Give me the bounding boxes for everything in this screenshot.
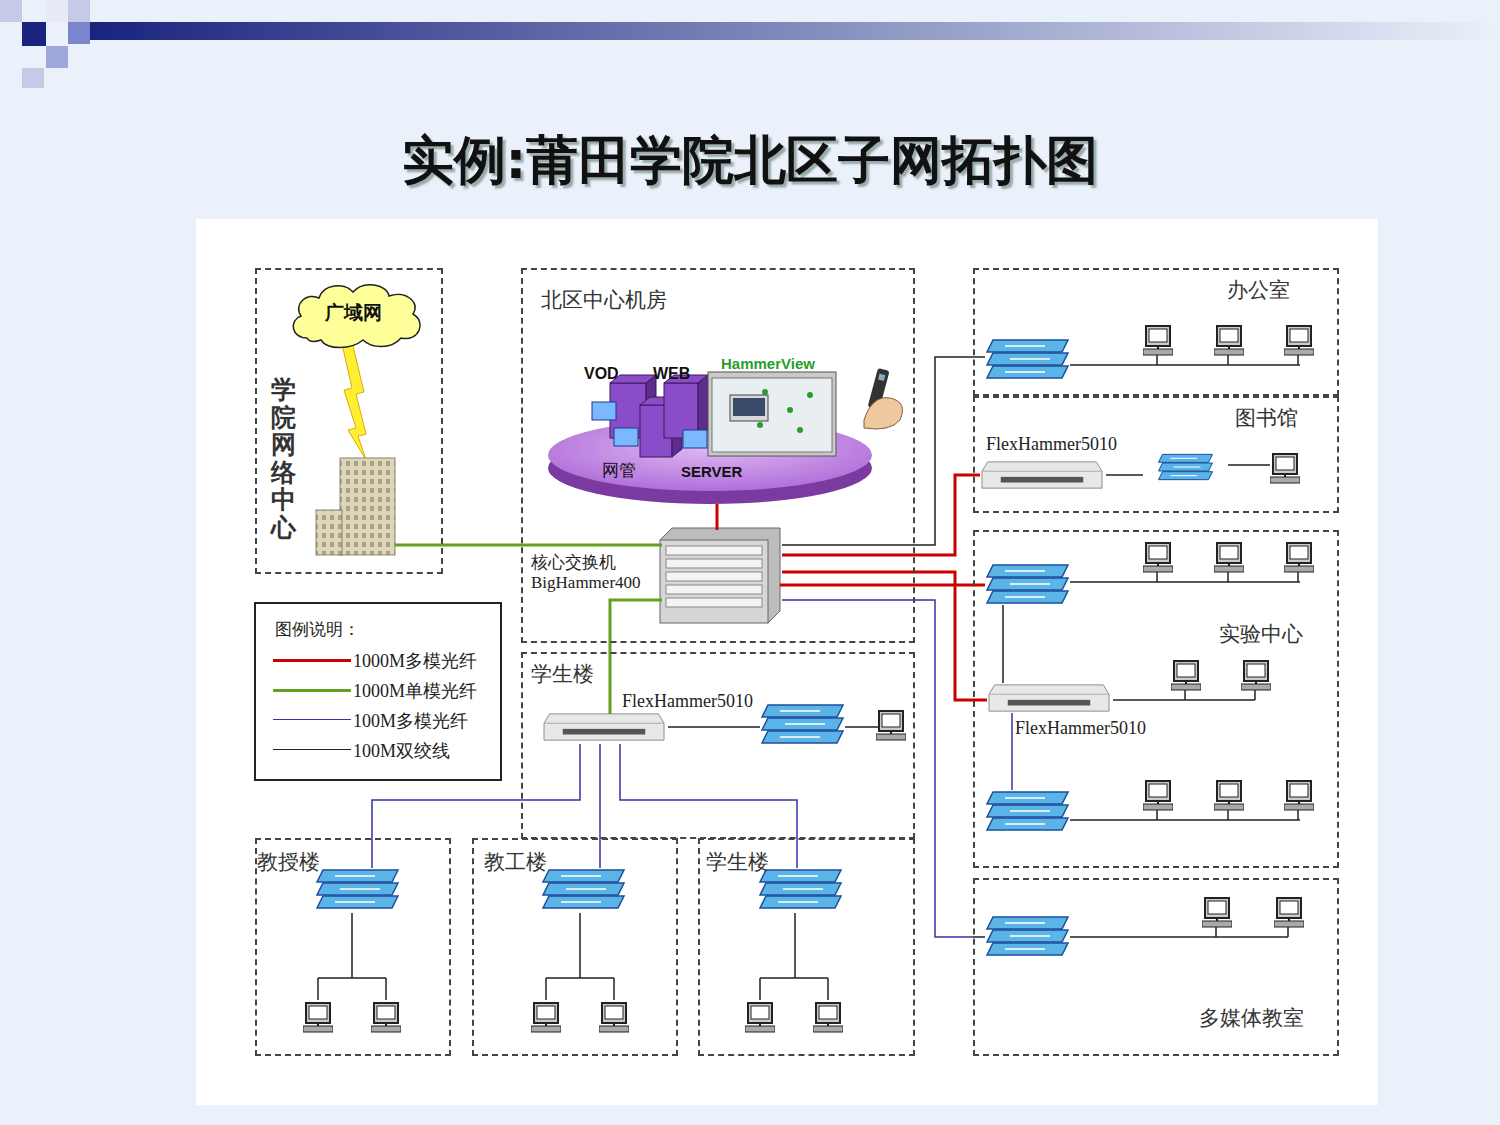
node-label: 教授楼 bbox=[257, 848, 320, 876]
access-switch: FlexHammer5010 bbox=[542, 714, 670, 744]
region-box: 办公室 bbox=[973, 268, 1339, 396]
node-label: 办公室 bbox=[1227, 276, 1290, 304]
legend-line bbox=[273, 689, 351, 692]
server-platform: VODWEBHammerView网管SERVER bbox=[550, 419, 875, 504]
network-link bbox=[782, 357, 973, 545]
node-label: 核心交换机 BigHammer400 bbox=[531, 553, 659, 593]
node-label: FlexHammer5010 bbox=[1013, 718, 1148, 739]
legend-text: 1000M多模光纤 bbox=[353, 649, 477, 673]
legend-line bbox=[273, 749, 351, 750]
region-box: 教授楼 bbox=[255, 838, 451, 1056]
node-label: 实验中心 bbox=[1219, 620, 1303, 648]
network-link bbox=[443, 545, 662, 546]
network-link bbox=[782, 475, 980, 555]
node-label: WEB bbox=[653, 365, 690, 383]
legend-title: 图例说明： bbox=[275, 618, 360, 641]
region-box: 实验中心 FlexHammer5010 bbox=[973, 530, 1339, 868]
network-link bbox=[620, 744, 797, 838]
legend-text: 100M多模光纤 bbox=[353, 709, 468, 733]
node-label: 多媒体教室 bbox=[1199, 1004, 1304, 1032]
access-switch: FlexHammer5010 bbox=[987, 685, 1115, 715]
node-label: 北区中心机房 bbox=[541, 286, 667, 314]
node-label: SERVER bbox=[681, 463, 742, 480]
core-switch: 核心交换机 BigHammer400 bbox=[662, 530, 782, 625]
network-link bbox=[717, 504, 718, 530]
region-box: 学生楼 FlexHammer5010 bbox=[521, 652, 915, 839]
legend-text: 1000M单模光纤 bbox=[353, 679, 477, 703]
region-box: 图书馆 FlexHammer5010 bbox=[973, 396, 1339, 513]
node-label: FlexHammer5010 bbox=[620, 691, 755, 712]
wan-cloud: 广域网 bbox=[287, 280, 427, 350]
node-label: 教工楼 bbox=[484, 848, 547, 876]
network-link bbox=[600, 744, 601, 838]
access-switch: FlexHammer5010 bbox=[980, 462, 1108, 492]
region-box: 教工楼 bbox=[472, 838, 678, 1056]
node-label: VOD bbox=[584, 365, 619, 383]
network-link bbox=[782, 600, 973, 937]
slide-title: 实例:莆田学院北区子网拓扑图 bbox=[0, 126, 1500, 196]
region-box: 北区中心机房 VOD WEB HammerView 网管 SERVER 核心交换机 BigH… bbox=[521, 268, 915, 643]
node-label: 网管 bbox=[602, 459, 636, 482]
node-label: 学生楼 bbox=[706, 848, 769, 876]
node-label: 广域网 bbox=[325, 300, 382, 326]
legend-line bbox=[273, 659, 351, 662]
region-box: 多媒体教室 bbox=[973, 878, 1339, 1056]
node-label: 学院网络中心 bbox=[271, 376, 296, 541]
node-label: 图书馆 bbox=[1235, 404, 1298, 432]
region-box: 学生楼 bbox=[698, 838, 915, 1056]
legend-line bbox=[273, 719, 351, 720]
network-link bbox=[782, 572, 987, 700]
region-box: 学院网络中心 广域网 bbox=[255, 268, 443, 574]
node-label: 学生楼 bbox=[531, 660, 594, 688]
node-label: FlexHammer5010 bbox=[984, 434, 1119, 455]
legend-text: 100M双绞线 bbox=[353, 739, 450, 763]
node-label: HammerView bbox=[721, 355, 815, 372]
